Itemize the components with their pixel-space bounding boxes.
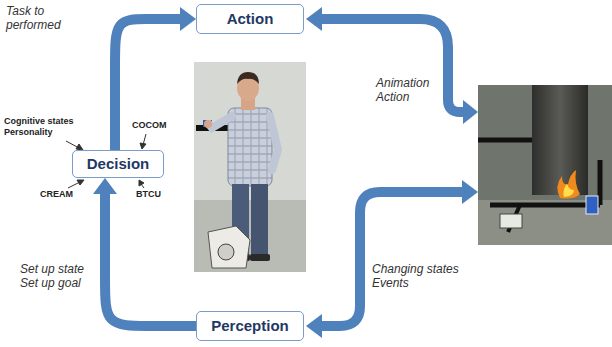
process-box: Action	[196, 4, 304, 34]
arrow-head	[462, 180, 478, 204]
flow-label: Set up state Set up goal	[20, 262, 102, 291]
model-label: BTCU	[136, 189, 186, 200]
leader-head	[77, 180, 84, 185]
arrow-shaft	[115, 19, 182, 150]
hair	[237, 72, 259, 84]
flow-label: Changing states Events	[372, 262, 472, 291]
picture-ground	[194, 62, 306, 272]
scene-picture	[478, 85, 612, 245]
arrow-head	[93, 178, 117, 194]
arrow-shaft	[322, 19, 464, 112]
arrow-head	[306, 7, 322, 31]
shoe	[250, 254, 270, 261]
flame	[563, 184, 574, 197]
flow-arrow	[115, 7, 196, 150]
arm	[209, 116, 232, 128]
leader-head	[140, 143, 146, 149]
flow-arrow	[93, 178, 196, 326]
operator-picture	[194, 62, 306, 272]
arrow-head	[463, 100, 478, 124]
valve	[203, 120, 212, 127]
tank	[532, 85, 588, 195]
hand	[204, 120, 212, 128]
flow-arrow	[306, 180, 478, 338]
pipe	[490, 203, 600, 208]
jeans	[251, 184, 268, 256]
box-title: Action	[227, 11, 274, 28]
arrow-head	[180, 7, 196, 31]
process-box: Decision	[72, 150, 164, 178]
leader-head	[139, 180, 144, 186]
pump-machine	[208, 226, 250, 268]
shirt	[228, 108, 272, 186]
pipe	[478, 138, 532, 143]
pump-machine	[500, 214, 522, 228]
flow-arrow	[306, 7, 478, 124]
arrow-head	[306, 314, 322, 338]
process-box: Perception	[196, 311, 304, 341]
floor	[194, 200, 306, 272]
flame	[557, 170, 580, 199]
box-title: Perception	[211, 318, 289, 335]
box-title: Decision	[87, 156, 150, 173]
model-label: CREAM	[40, 189, 90, 200]
valve	[586, 196, 598, 214]
arrow-shaft	[322, 192, 463, 326]
model-label: COCOM	[132, 120, 182, 131]
arrow-shaft	[105, 192, 196, 326]
model-label: Cognitive states Personality	[4, 116, 88, 138]
picture-ground	[478, 85, 612, 245]
flow-label: Task to performed	[6, 4, 92, 33]
flow-label: Animation Action	[376, 76, 440, 105]
pump-wheel	[218, 244, 234, 260]
arm	[270, 116, 278, 170]
